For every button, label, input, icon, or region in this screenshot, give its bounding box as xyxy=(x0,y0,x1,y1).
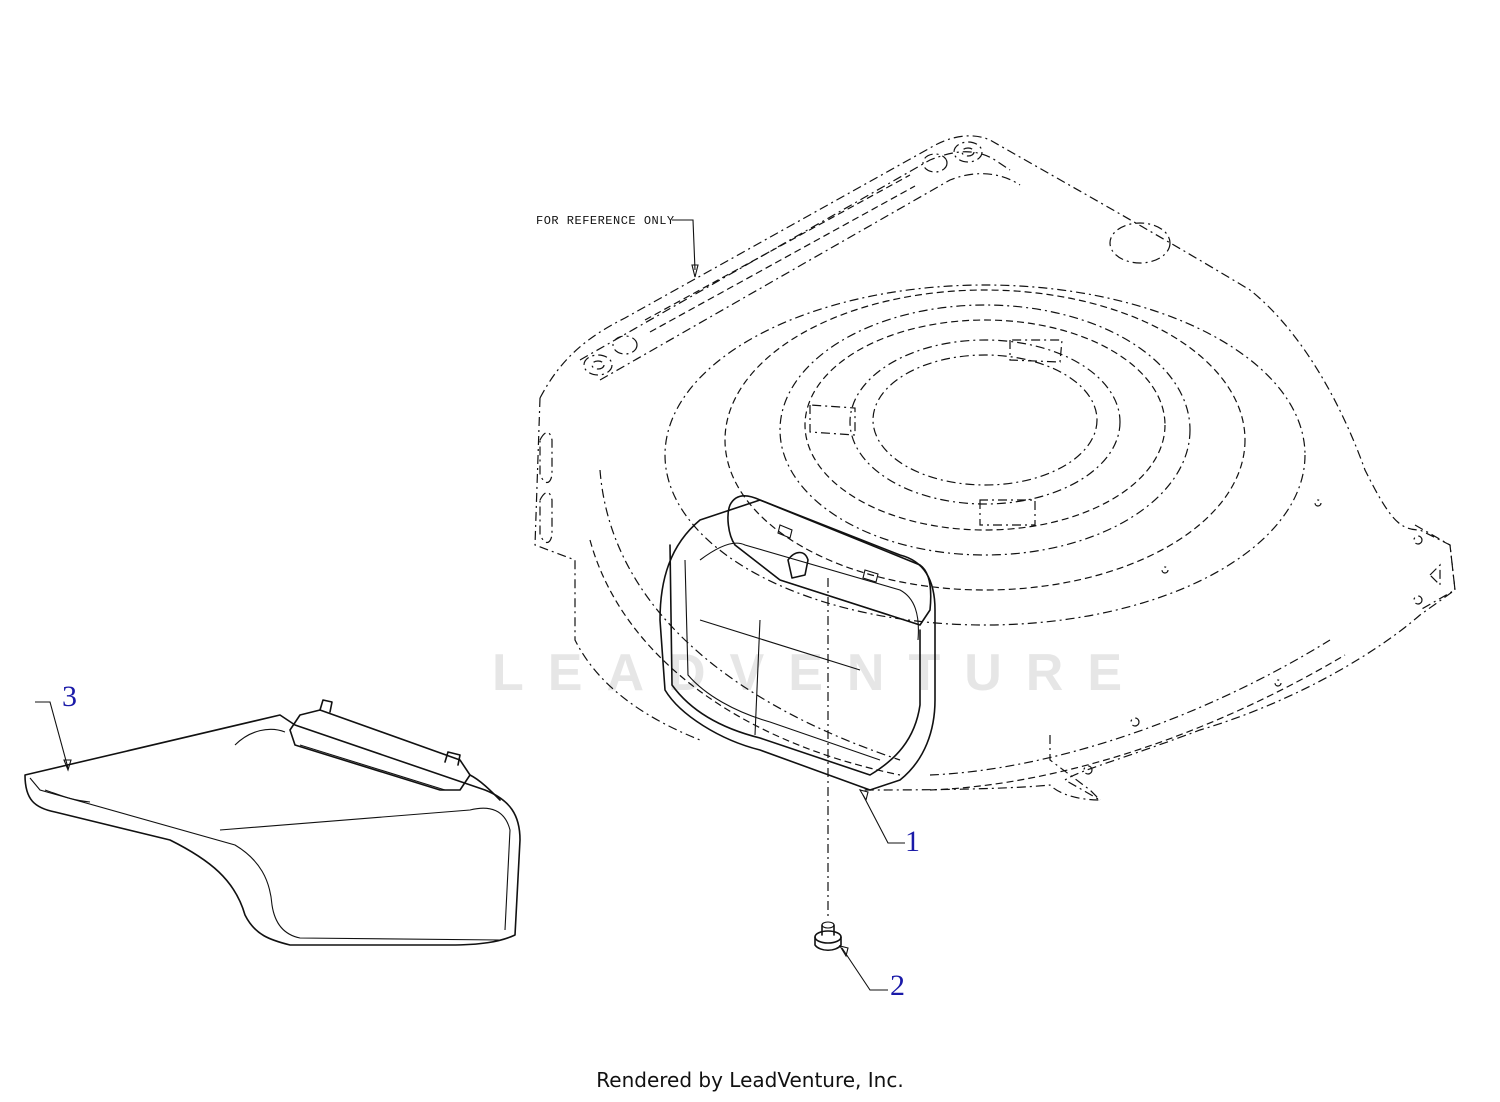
reference-note: FOR REFERENCE ONLY xyxy=(536,214,699,278)
deck-housing-reference xyxy=(534,135,1456,801)
callout-1-label: 1 xyxy=(905,825,920,858)
callout-3-label: 3 xyxy=(62,680,77,713)
callout-2: 2 xyxy=(838,945,905,1002)
callout-3: 3 xyxy=(35,680,77,772)
part-1-deflector-door xyxy=(659,495,936,791)
callout-1: 1 xyxy=(858,789,920,858)
part-3-side-discharge-chute xyxy=(24,699,521,946)
part-2-screw xyxy=(814,921,842,952)
reference-note-text: FOR REFERENCE ONLY xyxy=(536,214,675,228)
callout-2-label: 2 xyxy=(890,969,905,1002)
footer-credit: Rendered by LeadVenture, Inc. xyxy=(596,1068,904,1092)
watermark-text: LEADVENTURE xyxy=(492,644,1146,702)
